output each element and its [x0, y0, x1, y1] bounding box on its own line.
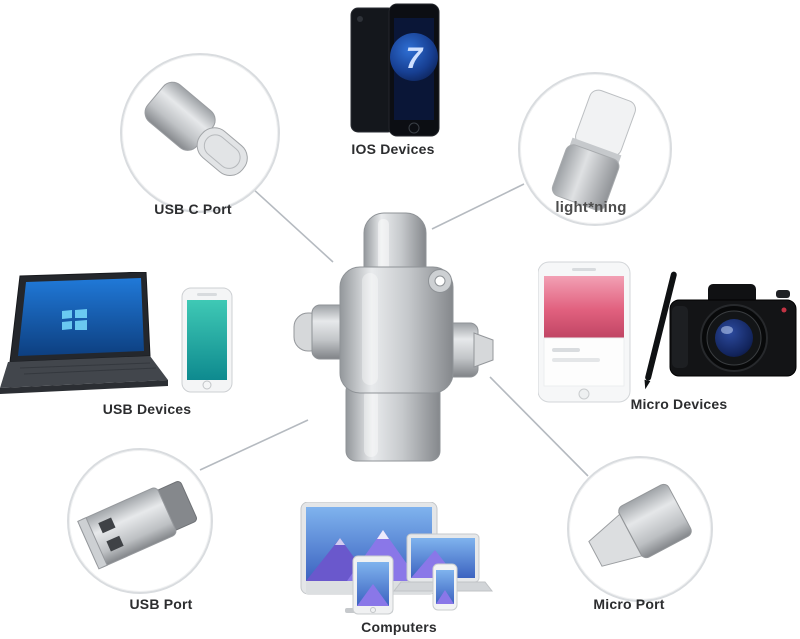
camera-grip: [672, 306, 688, 368]
usb-port-label: USB Port: [129, 596, 193, 612]
micro-devices-label: Micro Devices: [630, 396, 728, 412]
flash-drive-illustration: [290, 205, 500, 470]
iphone-icon: 7: [350, 3, 440, 137]
phone-stylus-camera-icon: [537, 261, 797, 403]
stylus-icon: [644, 271, 677, 390]
line-usb-c-to-device: [251, 187, 334, 263]
usb-c-port-label: USB C Port: [154, 201, 232, 217]
micro-port-label: Micro Port: [593, 596, 665, 612]
home-button-icon: [578, 388, 590, 400]
lightning-connector-icon: [551, 89, 636, 211]
lightning-port-circle: [518, 72, 672, 226]
camera-prism: [708, 284, 756, 304]
usb-devices-illustration: [0, 271, 235, 412]
computers-icon: [300, 501, 494, 615]
usb-a-connector-icon: [77, 481, 197, 570]
micro-port-circle: [567, 456, 713, 602]
micro-arm-tip: [473, 332, 494, 368]
lightning-label: light*ning: [555, 199, 627, 216]
ios-devices-illustration: 7: [345, 2, 445, 147]
home-button-icon: [202, 380, 212, 390]
iphone-back: [350, 7, 396, 133]
smartphone-screen: [436, 570, 454, 604]
camera-dot-icon: [357, 16, 363, 22]
line-micro-port-to-device: [489, 376, 589, 477]
windows-logo-icon: [62, 309, 87, 330]
camera-red-dot: [781, 307, 787, 313]
line-lightning-to-device: [431, 183, 525, 230]
flash-drive-icon: [293, 212, 494, 462]
usb-devices-label: USB Devices: [102, 401, 192, 417]
usb-port-circle: [67, 448, 213, 594]
home-button-icon: [408, 122, 420, 134]
computers-illustration: [295, 501, 495, 625]
white-phone-screen: [544, 276, 624, 338]
line-usb-port-to-device: [199, 419, 309, 471]
micro-devices-illustration: [537, 260, 800, 415]
android-phone-screen: [187, 300, 227, 380]
usb-c-port-circle: [120, 53, 280, 213]
computers-label: Computers: [361, 619, 437, 635]
iphone-screen-text: 7: [406, 42, 424, 75]
usb-c-connector-icon: [144, 81, 248, 176]
drive-body: [339, 266, 454, 394]
micro-usb-connector-icon: [588, 483, 692, 567]
laptop-and-phone-icon: [0, 271, 233, 394]
ios-devices-label: IOS Devices: [351, 141, 435, 157]
